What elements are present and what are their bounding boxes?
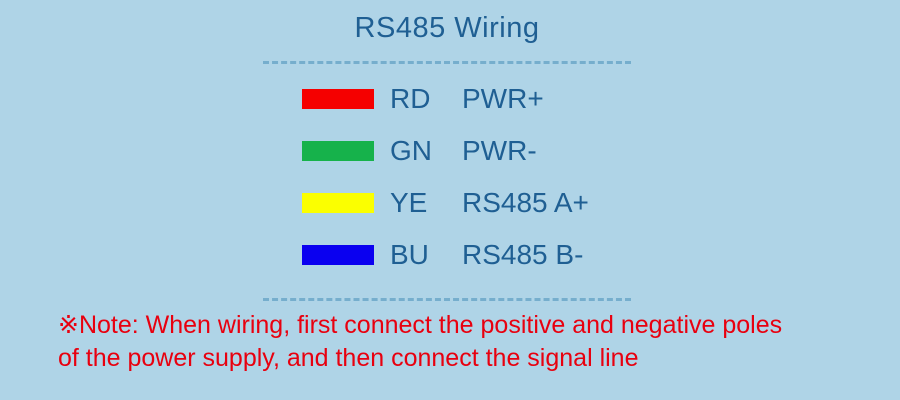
bottom-dashed-divider [263,298,631,301]
green-wire-swatch [302,141,374,161]
wire-signal: RS485 B- [462,239,584,270]
top-dashed-divider [263,61,631,64]
wire-signal: RS485 A+ [462,187,589,218]
diagram-title: RS485 Wiring [354,12,540,44]
legend-row-pwr-minus: GN PWR- [302,135,589,166]
legend-row-rs485-a: YE RS485 A+ [302,187,589,218]
wire-signal: PWR- [462,135,537,166]
note-line-1: ※Note: When wiring, first connect the po… [58,311,783,339]
legend-row-rs485-b: BU RS485 B- [302,239,589,270]
note-line-2: of the power supply, and then connect th… [58,344,639,372]
wire-signal: PWR+ [462,83,544,114]
red-wire-swatch [302,89,374,109]
wire-abbr: GN [390,135,432,166]
yellow-wire-swatch [302,193,374,213]
legend-row-pwr-plus: RD PWR+ [302,83,589,114]
wire-abbr: YE [390,187,428,218]
wire-abbr: RD [390,83,431,114]
wiring-legend: RD PWR+ GN PWR- YE RS485 A+ BU RS485 B- [302,83,589,292]
wiring-note: ※Note: When wiring, first connect the po… [58,309,888,375]
wire-abbr: BU [390,239,429,270]
blue-wire-swatch [302,245,374,265]
